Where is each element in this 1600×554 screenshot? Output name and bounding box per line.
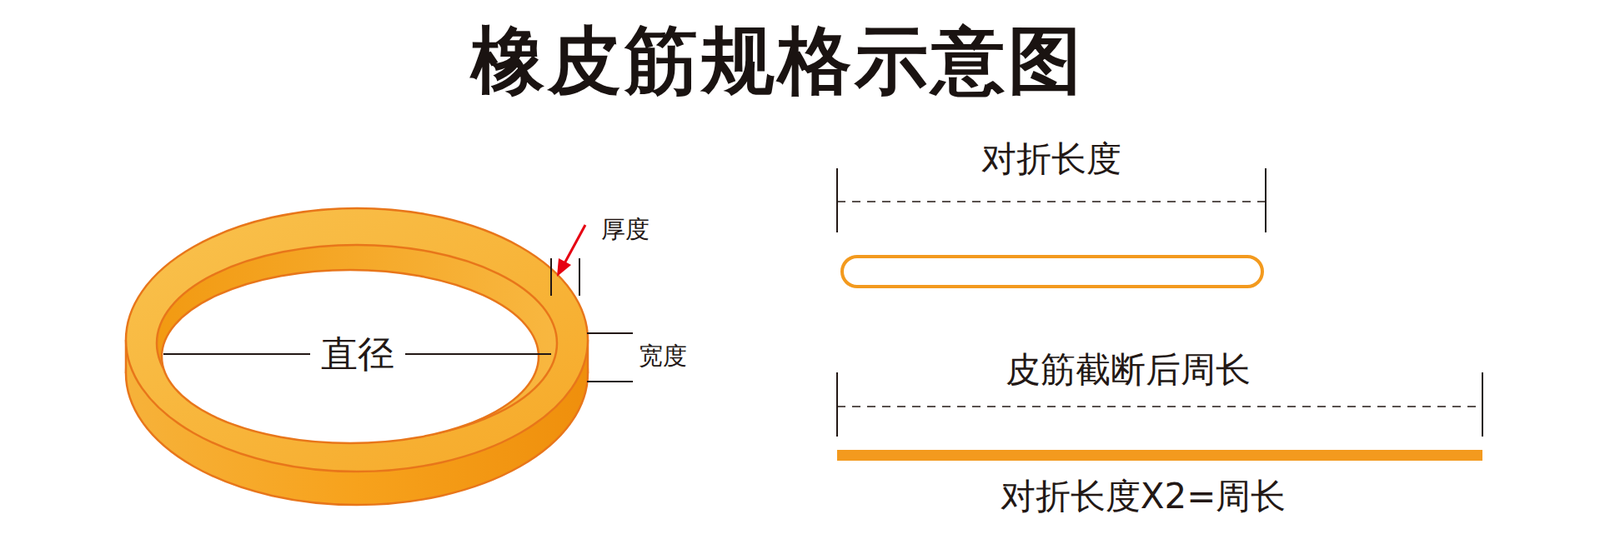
width-ticks (586, 333, 633, 382)
width-label: 宽度 (638, 343, 688, 371)
folded-band (842, 256, 1263, 287)
thickness-ticks (551, 258, 580, 296)
perimeter-label: 皮筋截断后周长 (1005, 351, 1251, 390)
cut-band (837, 450, 1483, 462)
thickness-label: 厚度 (601, 216, 650, 244)
thickness-arrow (556, 225, 586, 277)
rubber-band-ring (125, 208, 588, 506)
diameter-label: 直径 (315, 334, 400, 375)
folded-length-label: 对折长度 (981, 140, 1122, 179)
formula-label: 对折长度X2=周长 (1000, 477, 1287, 517)
diagram-title: 橡皮筋规格示意图 (471, 20, 1085, 101)
